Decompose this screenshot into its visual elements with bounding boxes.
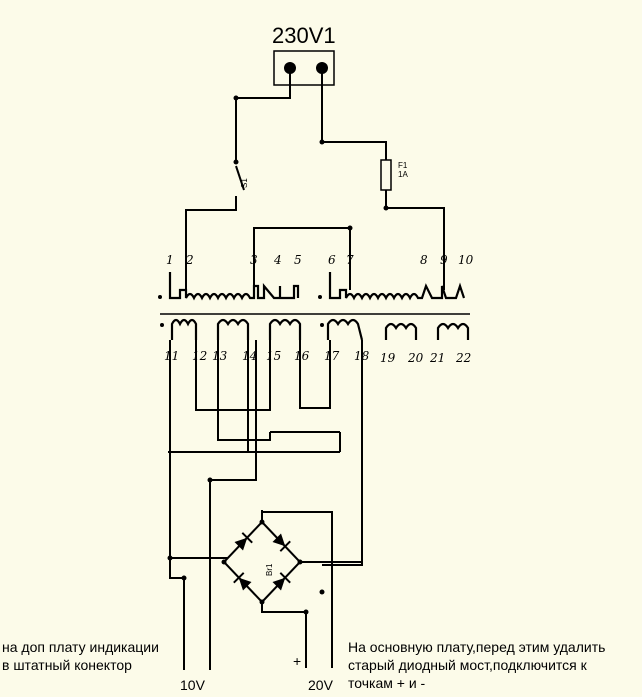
fuse-branch: F1 1A bbox=[319, 68, 445, 290]
pin-9: 9 bbox=[440, 253, 448, 267]
pin-16: 16 bbox=[294, 349, 310, 363]
pin-4: 4 bbox=[273, 253, 282, 267]
pin-5: 5 bbox=[294, 253, 302, 267]
diode-bridge: Br1 bbox=[221, 510, 362, 668]
switch-branch: S1 bbox=[185, 68, 291, 290]
fuse-rating: 1A bbox=[398, 170, 408, 179]
connector-label: 230V1 bbox=[272, 23, 336, 48]
pin-20: 20 bbox=[407, 351, 424, 365]
pin-7: 7 bbox=[346, 253, 354, 267]
output-10v-label: 10V bbox=[180, 677, 206, 693]
pin-10: 10 bbox=[458, 253, 474, 267]
secondary-wiring bbox=[167, 340, 363, 670]
mains-connector: 230V1 bbox=[272, 23, 336, 86]
pin-3: 3 bbox=[250, 253, 258, 267]
pin-13: 13 bbox=[212, 349, 228, 363]
note-main-board: На основную плату,перед этим удалить ста… bbox=[348, 639, 606, 691]
fuse-label: F1 bbox=[398, 161, 408, 170]
switch-label: S1 bbox=[240, 178, 249, 188]
pin-6: 6 bbox=[328, 253, 336, 267]
pin-21: 21 bbox=[429, 351, 445, 365]
plus-sign: + bbox=[293, 653, 301, 669]
pin-15: 15 bbox=[266, 349, 281, 363]
pin-19: 19 bbox=[380, 351, 396, 365]
pin-17: 17 bbox=[324, 349, 340, 363]
pin-14: 14 bbox=[242, 349, 257, 363]
primary-link-3-7 bbox=[253, 227, 351, 290]
primary-winding: 1 2 3 4 5 6 7 8 9 10 bbox=[158, 253, 474, 301]
pin-8: 8 bbox=[420, 253, 428, 267]
pin-12: 12 bbox=[192, 349, 207, 363]
note-indication-board: на доп плату индикации в штатный конекто… bbox=[2, 639, 159, 673]
pin-11: 11 bbox=[164, 349, 179, 363]
pin-22: 22 bbox=[455, 351, 471, 365]
secondary-winding: 11 12 13 14 15 16 17 18 19 20 21 22 bbox=[160, 318, 471, 365]
pin-1: 1 bbox=[166, 253, 174, 267]
output-20v-label: 20V bbox=[308, 677, 334, 693]
bridge-label: Br1 bbox=[265, 563, 274, 576]
pin-2: 2 bbox=[185, 253, 194, 267]
